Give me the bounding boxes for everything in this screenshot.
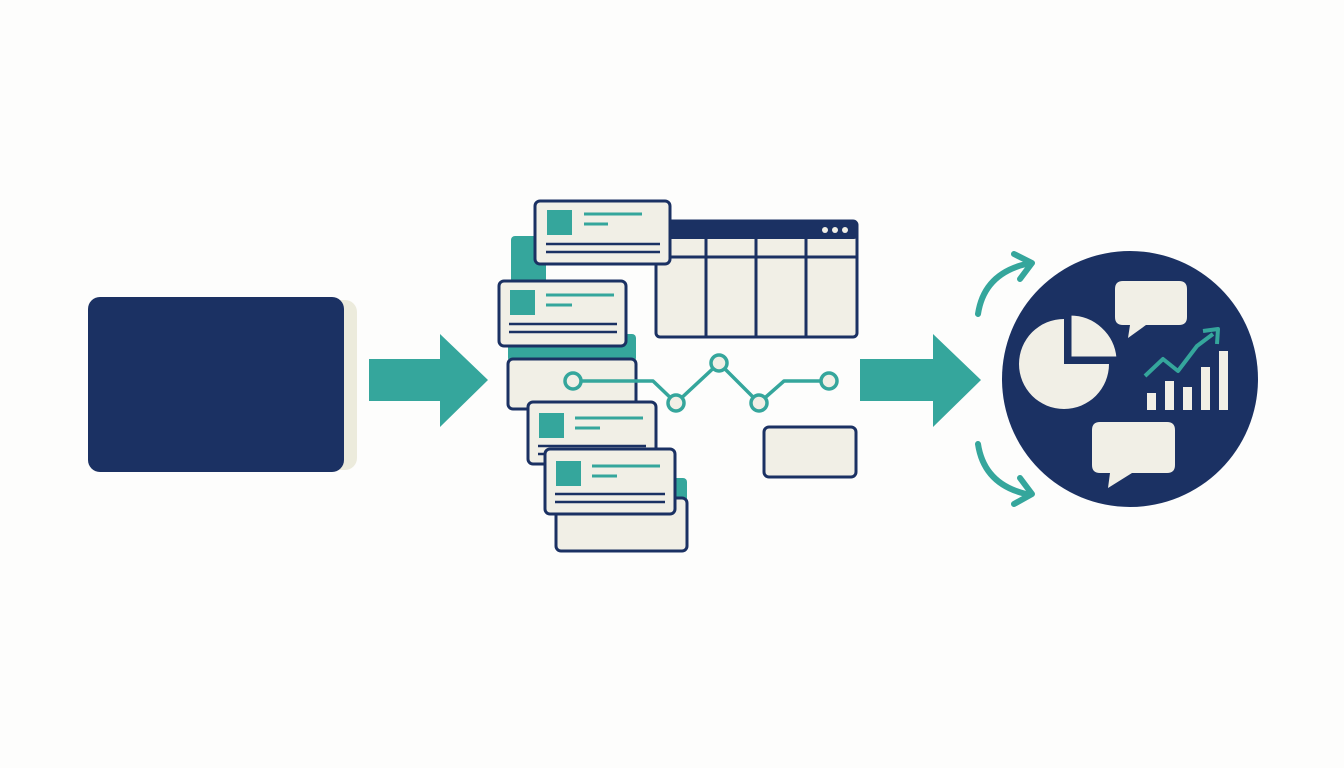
cycle-arrows bbox=[975, 251, 1035, 507]
curved-arrow-icon bbox=[975, 261, 1029, 317]
record-card bbox=[533, 199, 672, 266]
trend-line bbox=[1143, 332, 1215, 378]
pie-chart-icon bbox=[1019, 312, 1120, 409]
window-dot-2 bbox=[832, 227, 838, 233]
trend-arrow-head bbox=[1202, 327, 1220, 345]
trend-bar bbox=[1219, 351, 1228, 410]
speech-bubble-icon bbox=[1115, 281, 1187, 338]
timeline-node bbox=[819, 371, 839, 391]
insight-circle-icon bbox=[1002, 251, 1258, 507]
right-arrow-icon bbox=[369, 334, 488, 427]
timeline-node bbox=[749, 393, 769, 413]
timeline-node bbox=[709, 353, 729, 373]
flow-arrow-2 bbox=[860, 334, 981, 427]
trend-bar bbox=[1183, 387, 1192, 410]
spreadsheet-window-icon bbox=[654, 219, 859, 339]
connected-dots-line-icon bbox=[563, 353, 839, 413]
card-thumbnail bbox=[547, 210, 572, 235]
speech-bubble-bottom bbox=[1092, 422, 1175, 488]
curved-arrow-head bbox=[1011, 475, 1035, 507]
processing-cluster bbox=[497, 199, 859, 553]
flow-arrow-1 bbox=[369, 334, 488, 427]
record-card bbox=[543, 447, 677, 516]
record-card bbox=[497, 279, 628, 348]
curved-arrow-head bbox=[1011, 251, 1035, 282]
curved-arrow-icon bbox=[975, 441, 1029, 497]
card-thumbnail bbox=[539, 413, 564, 438]
trend-bar bbox=[1201, 367, 1210, 410]
card-thumbnail bbox=[556, 461, 581, 486]
trend-bar-chart-icon bbox=[1143, 327, 1228, 410]
pie-offset-slice bbox=[1068, 312, 1120, 360]
insight-circle-body bbox=[1002, 251, 1258, 507]
window-dot-1 bbox=[822, 227, 828, 233]
source-panel bbox=[88, 297, 357, 472]
source-panel-body bbox=[88, 297, 344, 472]
speech-bubble-icon bbox=[1092, 422, 1175, 488]
output-box bbox=[762, 425, 858, 479]
card-thumbnail bbox=[510, 290, 535, 315]
speech-bubble-top bbox=[1115, 281, 1187, 338]
right-arrow-icon bbox=[860, 334, 981, 427]
pie-main-slice bbox=[1019, 319, 1109, 409]
timeline-node bbox=[563, 371, 583, 391]
timeline-node bbox=[666, 393, 686, 413]
window-dot-3 bbox=[842, 227, 848, 233]
trend-bar bbox=[1147, 393, 1156, 410]
window-title-bar bbox=[656, 221, 857, 239]
trend-bar bbox=[1165, 381, 1174, 410]
